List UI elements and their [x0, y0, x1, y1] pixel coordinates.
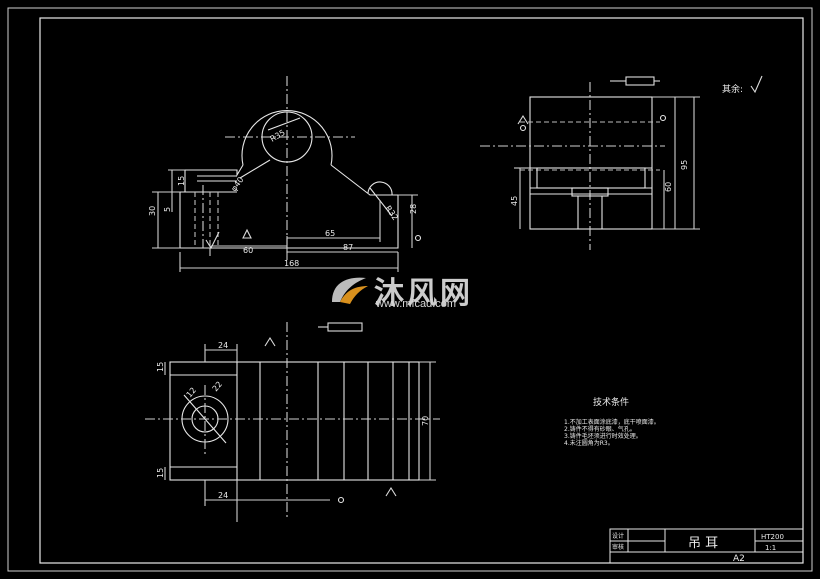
technical-requirements: 技术条件 1.不加工表面涂底漆，底干喷面漆。 2.铸件不得有砂眼、气孔。 3.铸…: [564, 396, 660, 447]
dim-r32: R32: [383, 204, 399, 222]
dim-168: 168: [284, 259, 299, 268]
dim-65: 65: [325, 229, 335, 238]
tech-req-title: 技术条件: [593, 396, 629, 408]
dim-r35: R35: [269, 128, 287, 144]
mfcad-logo-icon: [332, 277, 368, 304]
top-view-labels: 24 24 15 15 70 12 22: [156, 341, 430, 500]
dim-5: 5: [163, 207, 172, 212]
sheet-size: A2: [733, 554, 745, 564]
side-view-labels: 95 60 45 其余:: [510, 83, 743, 206]
top-view: [145, 322, 440, 522]
tech-req-item: 4.未注圆角为R3。: [564, 439, 614, 447]
dim-28: 28: [409, 204, 418, 214]
dim-95: 95: [680, 160, 689, 170]
dim-30: 30: [148, 206, 157, 216]
front-view: [152, 76, 422, 272]
tech-req-item: 1.不加工表面涂底漆，底干喷面漆。: [564, 418, 660, 426]
dim-15-bottom: 15: [156, 468, 165, 478]
title-block-row1-label: 设计: [612, 532, 624, 540]
watermark: 沐风网 www.mfcad.com: [326, 268, 496, 312]
roughness-note: 其余:: [722, 83, 743, 95]
dim-87: 87: [343, 243, 353, 252]
dim-24-top: 24: [218, 341, 228, 350]
dim-45: 45: [510, 196, 519, 206]
watermark-brand: 沐风网: [374, 276, 473, 311]
tech-req-item: 3.铸件毛坯须进行时效处理。: [564, 432, 642, 440]
dim-15-top: 15: [156, 362, 165, 372]
dim-70: 70: [421, 416, 430, 426]
dim-60: 60: [243, 246, 253, 255]
dim-24-bottom: 24: [218, 491, 228, 500]
dim-15: 15: [177, 176, 186, 186]
part-name: 吊 耳: [688, 536, 718, 551]
material: HT200: [761, 533, 784, 541]
scale: 1:1: [765, 544, 776, 552]
dim-60-side: 60: [664, 182, 673, 192]
dim-phi40: φ40: [229, 175, 245, 193]
title-block-row2-label: 审核: [612, 543, 624, 551]
dim-d22: 22: [211, 380, 224, 394]
sheet-outer-border: [7, 7, 813, 572]
title-block: [609, 528, 804, 564]
tech-req-item: 2.铸件不得有砂眼、气孔。: [564, 425, 636, 433]
watermark-url: www.mfcad.com: [376, 298, 457, 310]
side-view: [480, 75, 763, 250]
title-block-labels: 设计 审核 吊 耳 HT200 1:1 A2: [612, 532, 784, 564]
sheet-inner-border: [39, 17, 804, 564]
